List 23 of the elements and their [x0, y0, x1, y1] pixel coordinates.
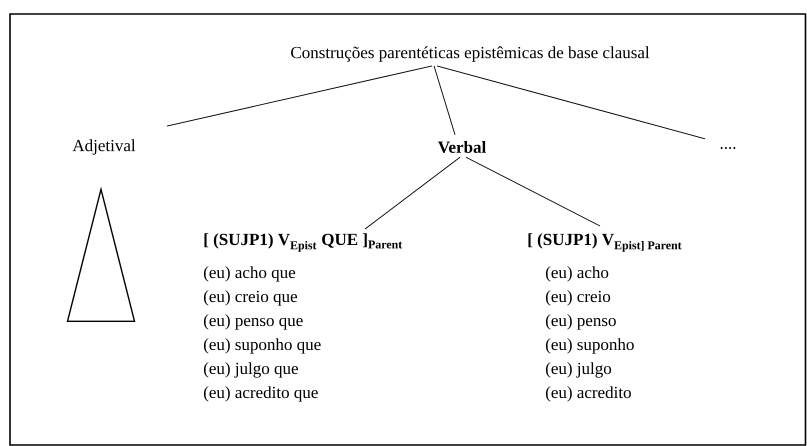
list-item: (eu) creio que — [204, 290, 298, 306]
category-label: Adjetival — [72, 139, 136, 155]
column-heading: $\textbf{[ (SUJP1) V}_{\textbf{Epist] Parent}}$ — [528, 233, 682, 252]
list-item: (eu) acho que — [204, 266, 296, 282]
list-item: (eu) acho — [546, 266, 608, 282]
list-item: (eu) penso — [546, 314, 616, 330]
list-item: (eu) suponho que — [204, 338, 321, 354]
list-item: (eu) julgo — [546, 362, 612, 378]
tree-branch — [434, 65, 456, 136]
heading-text: Construções parentéticas epistêmicas de base clausal — [291, 46, 650, 62]
category-label: .... — [720, 146, 736, 149]
tree-branch — [466, 156, 600, 226]
list-item: (eu) creio — [546, 290, 610, 306]
tree-branch — [436, 65, 706, 140]
tree-branch — [166, 65, 432, 127]
list-item: (eu) acredito — [546, 386, 631, 402]
list-item: (eu) suponho — [546, 338, 634, 354]
list-item: (eu) julgo que — [204, 362, 298, 378]
category-label: Verbal — [438, 140, 486, 154]
tree-branch — [364, 156, 460, 230]
list-item: (eu) acredito que — [204, 386, 318, 402]
list-item: (eu) penso que — [204, 314, 303, 330]
column-heading: $\textbf{[ (SUJP1) V}_{\textbf{Epist}}\textbf{ QUE ]}_{\textbf{Parent}}$ — [204, 233, 402, 252]
